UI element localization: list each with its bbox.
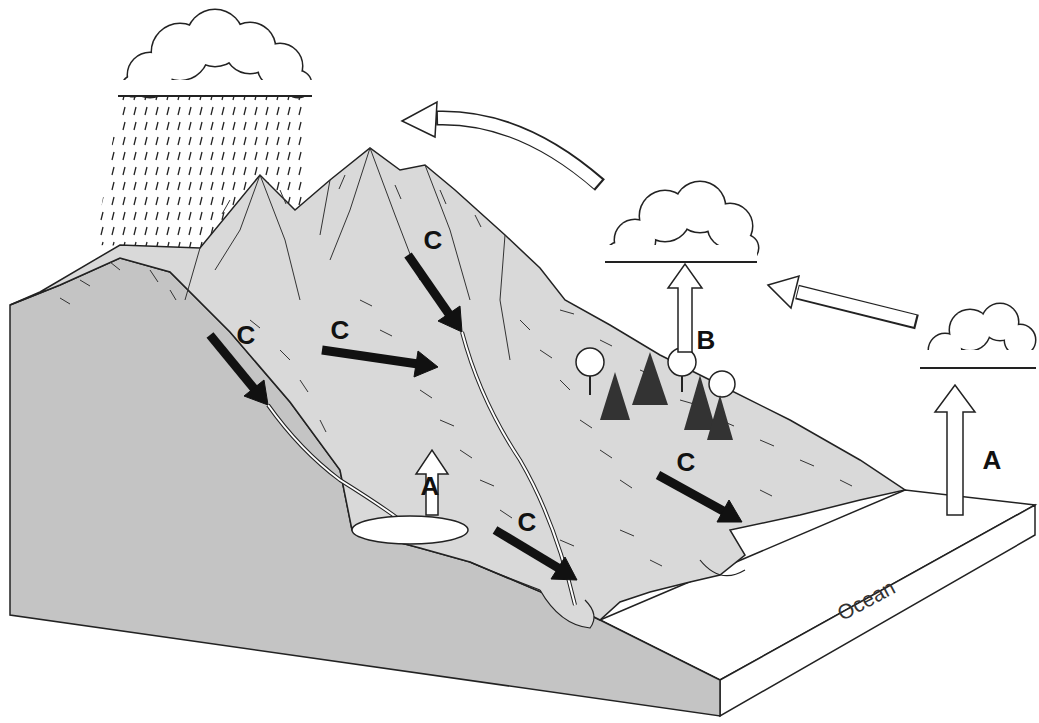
river <box>268 405 400 520</box>
cloud-base <box>118 95 312 97</box>
runoff-arrowhead <box>717 500 742 522</box>
hachure <box>222 175 481 227</box>
delta-lobe <box>700 560 745 576</box>
cloud <box>605 182 758 262</box>
river <box>462 332 575 605</box>
hachure <box>150 270 326 432</box>
evaporation-arrow <box>935 385 975 515</box>
runoff-arrowhead <box>438 306 462 332</box>
runoff-arrow <box>408 255 451 317</box>
ocean-side <box>720 505 1035 716</box>
runoff-arrow <box>322 350 418 364</box>
ridge-line <box>215 175 260 270</box>
hachure <box>520 320 632 488</box>
conifer-tree <box>684 375 716 430</box>
process-letter: C <box>331 317 350 343</box>
lake <box>352 516 468 544</box>
hachure <box>360 300 472 458</box>
delta-lobe <box>540 590 594 628</box>
air-movement-arrowhead <box>768 276 799 308</box>
cloud-base <box>605 261 757 263</box>
conifer-tree <box>707 395 733 440</box>
conifer-tree <box>632 352 668 405</box>
process-letter: C <box>518 509 537 535</box>
tree-trunk <box>589 376 591 395</box>
rain-cloud <box>118 10 314 97</box>
hachure <box>480 480 772 566</box>
air-movement-arrow <box>797 292 917 322</box>
ridge-line <box>320 180 330 235</box>
land-surface <box>10 148 905 620</box>
process-letter: C <box>677 449 696 475</box>
hachure <box>60 262 120 304</box>
process-letter: A <box>421 473 440 499</box>
cloud-fill <box>920 350 1036 368</box>
runoff-arrowhead <box>414 351 438 377</box>
air-movement-arrow <box>438 118 598 184</box>
river <box>268 405 400 520</box>
ridge-line <box>185 248 200 300</box>
air-movement-arrowhead <box>402 102 437 137</box>
cloud-fill <box>605 245 757 262</box>
runoff-arrows <box>210 255 742 580</box>
air-movement-arrow <box>436 118 600 185</box>
river <box>470 562 540 590</box>
terrain-hachures <box>60 148 852 566</box>
tree-trunk <box>681 376 683 392</box>
evaporation-arrow <box>416 450 448 515</box>
runoff-arrow <box>495 530 560 569</box>
runoff-arrowhead <box>244 380 268 405</box>
hachure <box>560 310 852 486</box>
river <box>462 332 575 605</box>
cloud <box>920 304 1036 368</box>
forest <box>576 348 735 440</box>
cloud-base <box>920 367 1036 369</box>
conifer-tree <box>600 372 630 420</box>
ridge-line <box>500 235 510 360</box>
deciduous-tree <box>709 371 735 397</box>
deciduous-tree <box>576 348 604 376</box>
process-letter: C <box>237 322 256 348</box>
process-letter: B <box>697 327 716 353</box>
ridge-line <box>260 175 300 300</box>
place-name: Ocean <box>834 576 898 624</box>
air-movement-arrow <box>798 292 915 321</box>
runoff-arrowhead <box>551 557 577 580</box>
ridge-line <box>330 148 370 260</box>
runoff-arrow <box>658 475 725 512</box>
process-letter: A <box>983 447 1002 473</box>
cloud-fill <box>118 80 314 96</box>
process-letter: C <box>424 227 443 253</box>
